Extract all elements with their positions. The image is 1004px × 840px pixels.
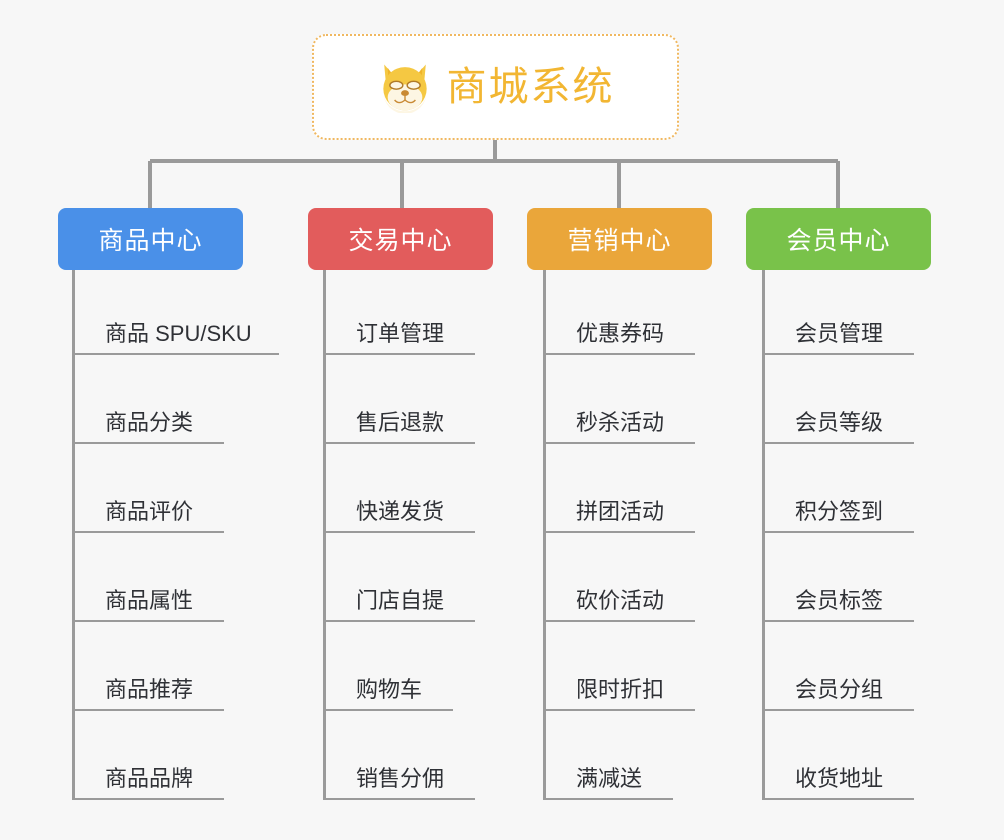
branch-header-label: 交易中心 (348, 227, 453, 255)
leaf-item-label: 商品属性 (105, 588, 194, 613)
leaf-item[interactable]: 门店自提 (323, 533, 475, 622)
leaf-stem (762, 270, 765, 800)
leaf-item[interactable]: 会员等级 (762, 355, 914, 444)
leaf-item-label: 商品 SPU/SKU (105, 321, 252, 346)
leaf-item-label: 订单管理 (356, 321, 445, 346)
leaf-item[interactable]: 商品属性 (72, 533, 224, 622)
leaf-item[interactable]: 商品评价 (72, 444, 224, 533)
branch-header-label: 营销中心 (567, 227, 672, 255)
leaf-stem (323, 270, 326, 800)
root-node[interactable]: 商城系统 (312, 34, 679, 140)
leaf-item[interactable]: 收货地址 (762, 711, 914, 800)
branch-header-product-center[interactable]: 商品中心 (58, 208, 243, 270)
leaf-item[interactable]: 会员分组 (762, 622, 914, 711)
leaf-item-label: 积分签到 (795, 499, 884, 524)
root-title: 商城系统 (446, 65, 615, 109)
leaf-item-underline (323, 531, 475, 533)
leaf-item-label: 商品评价 (105, 499, 194, 524)
leaf-item-underline (762, 798, 914, 800)
leaf-item-underline (762, 442, 914, 444)
leaf-item-label: 会员管理 (795, 321, 884, 346)
leaf-item[interactable]: 限时折扣 (543, 622, 695, 711)
leaf-item-underline (323, 442, 475, 444)
leaf-item-underline (762, 709, 914, 711)
leaf-item[interactable]: 商品推荐 (72, 622, 224, 711)
leaf-item-label: 秒杀活动 (576, 410, 665, 435)
branch-header-trade-center[interactable]: 交易中心 (308, 208, 493, 270)
leaf-item-label: 砍价活动 (576, 588, 665, 613)
leaf-item-underline (72, 531, 224, 533)
leaf-item-underline (72, 353, 279, 355)
leaf-item-underline (543, 620, 695, 622)
leaf-item[interactable]: 销售分佣 (323, 711, 475, 800)
leaf-item[interactable]: 满减送 (543, 711, 673, 800)
leaf-item-underline (762, 353, 914, 355)
leaf-item[interactable]: 快递发货 (323, 444, 475, 533)
leaf-item[interactable]: 秒杀活动 (543, 355, 695, 444)
leaf-item-underline (72, 442, 224, 444)
leaf-item[interactable]: 商品 SPU/SKU (72, 270, 279, 355)
leaf-item-label: 销售分佣 (356, 766, 445, 791)
leaf-item-underline (543, 353, 695, 355)
leaf-item-label: 限时折扣 (576, 677, 665, 702)
leaf-item-label: 会员等级 (795, 410, 884, 435)
leaf-item-underline (72, 620, 224, 622)
leaf-item-label: 商品推荐 (105, 677, 194, 702)
leaf-item-label: 满减送 (576, 766, 643, 791)
leaf-item-underline (762, 531, 914, 533)
leaf-item[interactable]: 商品品牌 (72, 711, 224, 800)
leaf-item[interactable]: 会员管理 (762, 270, 914, 355)
leaf-item[interactable]: 积分签到 (762, 444, 914, 533)
leaf-item-underline (543, 709, 695, 711)
branch-header-member-center[interactable]: 会员中心 (746, 208, 931, 270)
leaf-item-underline (543, 798, 673, 800)
leaf-item[interactable]: 购物车 (323, 622, 453, 711)
leaf-item[interactable]: 砍价活动 (543, 533, 695, 622)
leaf-item-label: 会员分组 (795, 677, 884, 702)
leaf-item-underline (543, 531, 695, 533)
leaf-item-underline (323, 798, 475, 800)
leaf-item-underline (72, 709, 224, 711)
leaf-item-label: 门店自提 (356, 588, 445, 613)
leaf-item-underline (323, 709, 453, 711)
leaf-item-underline (323, 620, 475, 622)
leaf-item-underline (72, 798, 224, 800)
leaf-item-label: 收货地址 (795, 766, 884, 791)
leaf-item[interactable]: 会员标签 (762, 533, 914, 622)
branch-header-marketing-center[interactable]: 营销中心 (527, 208, 712, 270)
leaf-item-label: 商品品牌 (105, 766, 194, 791)
leaf-item[interactable]: 拼团活动 (543, 444, 695, 533)
branch-header-label: 会员中心 (786, 227, 891, 255)
leaf-item-label: 快递发货 (356, 499, 445, 524)
leaf-item-underline (323, 353, 475, 355)
leaf-stem (72, 270, 75, 800)
leaf-item[interactable]: 售后退款 (323, 355, 475, 444)
leaf-item-label: 拼团活动 (576, 499, 665, 524)
leaf-item[interactable]: 订单管理 (323, 270, 475, 355)
leaf-item-underline (762, 620, 914, 622)
leaf-item-label: 购物车 (356, 677, 423, 702)
leaf-item-label: 优惠券码 (576, 321, 665, 346)
leaf-item-underline (543, 442, 695, 444)
leaf-item[interactable]: 优惠券码 (543, 270, 695, 355)
leaf-item-label: 售后退款 (356, 410, 445, 435)
leaf-item-label: 商品分类 (105, 410, 194, 435)
leaf-stem (543, 270, 546, 800)
leaf-item-label: 会员标签 (795, 588, 884, 613)
branch-header-label: 商品中心 (98, 227, 203, 255)
shiba-dog-face-icon (382, 64, 427, 113)
leaf-item[interactable]: 商品分类 (72, 355, 224, 444)
